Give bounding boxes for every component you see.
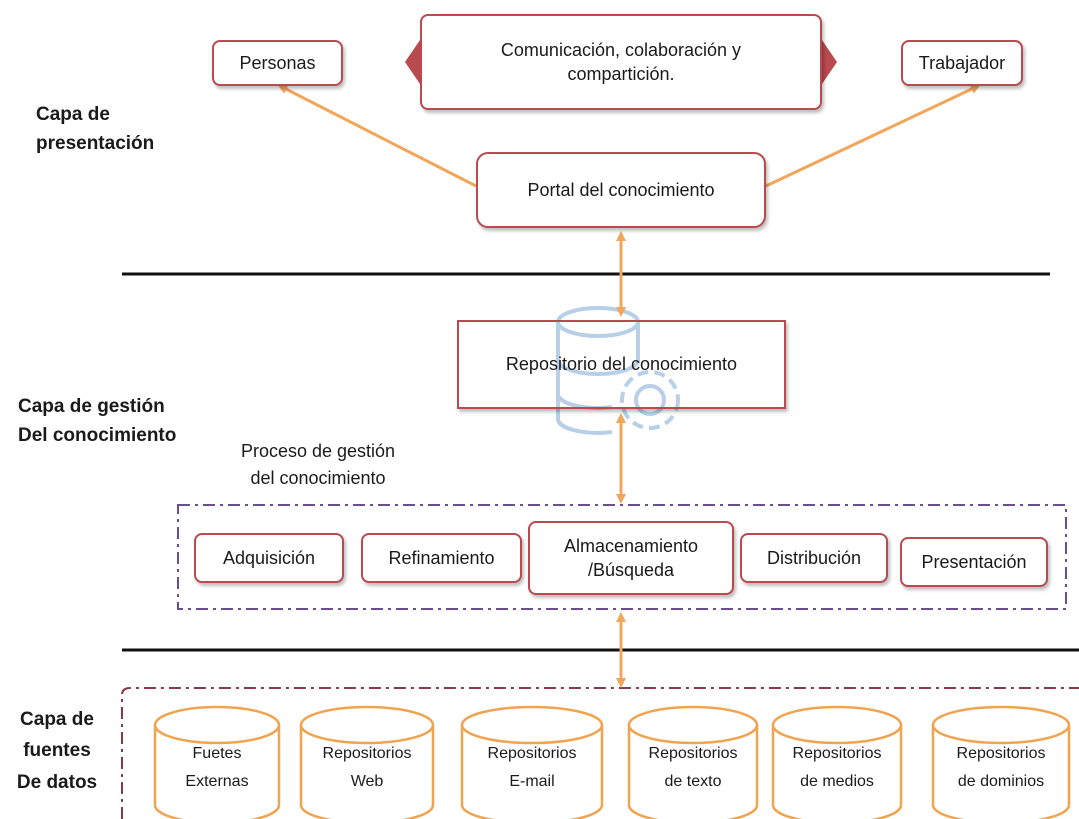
cylinder-top — [153, 705, 281, 745]
layer-label-sources: Capa de fuentes De datos — [16, 709, 98, 793]
process-step-distribucion: Distribución — [740, 533, 888, 583]
communication-box: Comunicación, colaboración y compartició… — [420, 14, 822, 110]
data-source-repositorios-medios: Repositorios de medios — [792, 745, 882, 790]
process-label: Proceso de gestión del conocimiento — [240, 441, 396, 488]
data-source-repositorios-email: Repositorios E-mail — [487, 745, 577, 790]
cylinder-body — [627, 725, 759, 819]
data-source-repositorios-web: Repositorios Web — [322, 745, 412, 790]
sources-region — [121, 687, 1079, 819]
layer-label-presentation: Capa de presentación — [36, 104, 155, 155]
personas-label: Personas — [239, 52, 316, 73]
communication-left-point — [405, 40, 420, 84]
cylinder-top — [299, 705, 435, 745]
process-step-presentacion: Presentación — [900, 537, 1048, 587]
arrow-portal-trabajador — [765, 84, 981, 188]
process-region — [177, 504, 1067, 610]
repository-box: Repositorio del conocimiento — [457, 320, 786, 409]
process-step-label: Almacenamiento /Búsqueda — [563, 535, 699, 580]
process-step-adquisicion: Adquisición — [194, 533, 344, 583]
cylinder-body — [460, 725, 604, 819]
data-source-fuetes-externas: Fuetes Externas — [185, 745, 249, 790]
repository-label: Repositorio del conocimiento — [505, 354, 738, 375]
process-step-label: Refinamiento — [388, 547, 495, 568]
cylinder-top — [771, 705, 903, 745]
data-source-repositorios-dominios: Repositorios de dominios — [956, 745, 1046, 790]
layer-label-management: Capa de gestión Del conocimiento — [18, 396, 177, 447]
personas-box: Personas — [212, 40, 343, 86]
cylinder-body — [153, 725, 281, 819]
process-step-label: Adquisición — [222, 547, 316, 568]
trabajador-box: Trabajador — [901, 40, 1023, 86]
communication-right-point — [822, 40, 837, 84]
trabajador-label: Trabajador — [918, 52, 1006, 73]
process-step-almacenamiento: Almacenamiento /Búsqueda — [528, 521, 734, 595]
arrow-portal-personas — [277, 84, 477, 188]
cylinder-body — [771, 725, 903, 819]
process-step-label: Presentación — [921, 551, 1027, 572]
process-step-refinamiento: Refinamiento — [361, 533, 522, 583]
cylinder-body — [299, 725, 435, 819]
portal-box: Portal del conocimiento — [476, 152, 766, 228]
portal-label: Portal del conocimiento — [527, 179, 715, 200]
cylinder-body — [931, 725, 1071, 819]
communication-label: Comunicación, colaboración y compartició… — [500, 39, 742, 84]
data-source-repositorios-texto: Repositorios de texto — [648, 745, 738, 790]
cylinder-top — [627, 705, 759, 745]
process-step-label: Distribución — [766, 547, 862, 568]
cylinder-top — [931, 705, 1071, 745]
cylinder-top — [460, 705, 604, 745]
